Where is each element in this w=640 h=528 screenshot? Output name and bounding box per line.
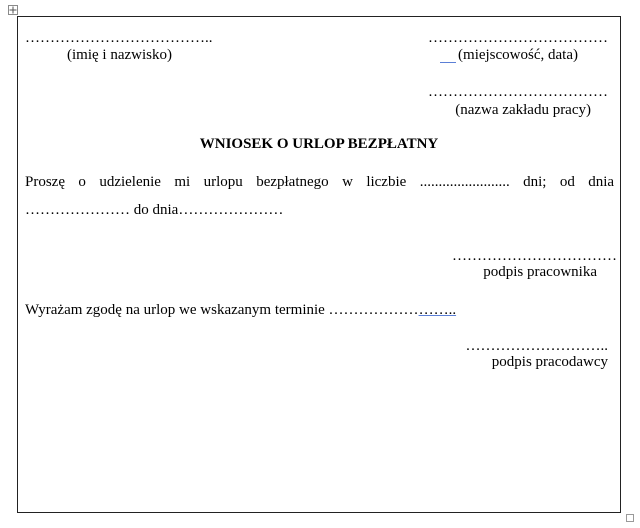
request-line-2: ………………… do dnia………………… [25,202,284,218]
place-dots: ……………………………… [428,30,608,46]
document-title: WNIOSEK O URLOP BEZPŁATNY [199,136,439,152]
consent-text: Wyrażam zgodę na urlop we wskazanym term… [25,302,457,318]
employer-signature-dots: ……………………….. [465,338,609,354]
name-dots: ……………………………….. [25,30,213,46]
table-move-handle[interactable] [8,5,18,15]
table-resize-handle[interactable] [626,514,634,522]
employee-signature-dots: …………………………… [452,248,617,264]
document-table-frame: ……………………………….. (imię i nazwisko) …………………… [17,16,621,513]
name-label: (imię i nazwisko) [67,47,172,63]
employee-signature-label: podpis pracownika [483,264,597,280]
workplace-label: (nazwa zakładu pracy) [455,102,591,118]
place-label: (miejscowość, data) [458,47,578,63]
workplace-dots: ……………………………… [428,84,608,100]
spellcheck-mark [440,62,456,63]
move-arrows-icon [9,6,17,14]
request-line-1: Proszę o udzielenie mi urlopu bezpłatneg… [25,174,615,190]
employer-signature-label: podpis pracodawcy [491,354,608,370]
